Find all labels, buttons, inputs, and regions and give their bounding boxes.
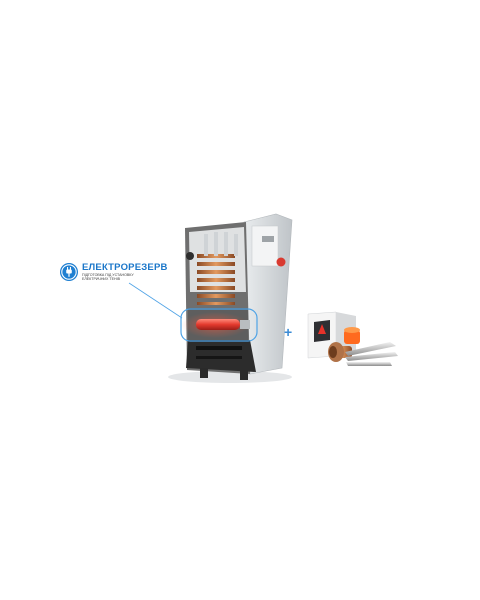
power-plug-icon [60, 263, 78, 281]
callout-highlight-frame [180, 308, 258, 342]
callout-line [128, 282, 183, 319]
boiler [181, 213, 293, 380]
heat-exchanger-coils [186, 232, 238, 305]
heating-element-glow [196, 319, 240, 330]
electro-reserve-badge: ЕЛЕКТРОРЕЗЕРВ ПІДГОТОВКА ПІД УСТАНОВКУ Е… [60, 262, 168, 282]
electric-heater-kit [307, 311, 398, 366]
badge-subtitle: ПІДГОТОВКА ПІД УСТАНОВКУ ЕЛЕКТРИЧНИХ ТЕН… [82, 273, 134, 282]
plus-sign: + [284, 324, 293, 340]
badge-title: ЕЛЕКТРОРЕЗЕРВ [82, 262, 168, 273]
